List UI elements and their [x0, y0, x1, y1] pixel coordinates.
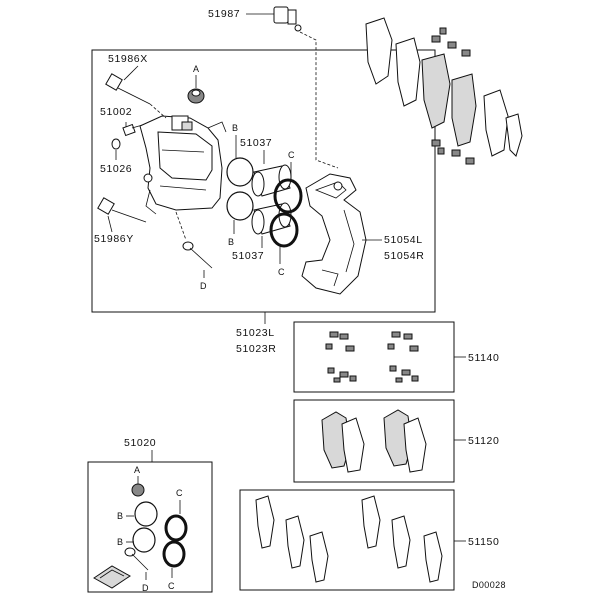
pad-set-box — [239, 489, 455, 591]
label-51020: 51020 — [124, 437, 156, 449]
grease-packet — [93, 565, 131, 589]
callout-d-kit: D — [142, 583, 149, 593]
label-51140: 51140 — [468, 352, 499, 364]
callout-b-kit-2: B — [117, 537, 123, 547]
callout-c-upper: C — [288, 150, 295, 160]
dust-boot-c-kit-1 — [164, 514, 188, 542]
caliper-assembly-box — [91, 49, 436, 313]
label-51987: 51987 — [208, 8, 240, 20]
callout-d-main: D — [200, 281, 207, 291]
label-51986x: 51986X — [108, 53, 148, 65]
pad-shim-kit-parts — [321, 409, 427, 473]
label-51023l: 51023L — [236, 327, 275, 339]
label-51026: 51026 — [100, 163, 132, 175]
label-51054l: 51054L — [384, 234, 423, 246]
dust-boot-c-kit-2 — [162, 540, 186, 568]
clip-kit-box — [293, 321, 455, 393]
guide-pin-d — [182, 241, 213, 269]
label-51150: 51150 — [468, 536, 499, 548]
dust-boot-c-lower — [269, 212, 299, 248]
label-51002: 51002 — [100, 106, 132, 118]
pad-shim-kit-box — [293, 399, 455, 483]
clip-kit-parts — [325, 331, 419, 383]
exploded-pads-top-right — [365, 17, 523, 165]
label-51054r: 51054R — [384, 250, 424, 262]
guide-bolt-upper — [105, 73, 151, 105]
callout-b-kit-1: B — [117, 511, 123, 521]
pad-set-parts — [255, 495, 443, 583]
callout-b-upper: B — [232, 123, 238, 133]
bleeder-cap-part — [111, 138, 121, 150]
label-51986y: 51986Y — [94, 233, 134, 245]
diagram-code: D00028 — [472, 580, 506, 590]
callout-a-kit: A — [134, 465, 140, 475]
bleeder-screw-part — [273, 6, 302, 32]
callout-b-lower: B — [228, 237, 234, 247]
piston-lower — [251, 202, 292, 235]
caliper-body — [139, 115, 227, 215]
callout-c-lower: C — [278, 267, 285, 277]
seal-kit-box — [87, 461, 213, 593]
dust-boot-c-upper — [273, 178, 303, 214]
guide-pin-d-kit — [124, 547, 149, 571]
piston-seal-b-kit-2 — [132, 527, 156, 553]
piston-seal-b-lower — [226, 191, 254, 221]
label-51037-lower: 51037 — [232, 250, 264, 262]
caliper-support-bracket — [301, 173, 367, 295]
callout-a-main: A — [193, 64, 199, 74]
label-51023r: 51023R — [236, 343, 276, 355]
label-51120: 51120 — [468, 435, 499, 447]
guide-bolt-lower — [97, 197, 147, 223]
callout-c-kit-2: C — [168, 581, 175, 591]
dust-boot-a-kit — [131, 483, 145, 497]
piston-seal-b-kit-1 — [134, 501, 158, 527]
piston-seal-b-upper — [226, 157, 254, 187]
label-51037-upper: 51037 — [240, 137, 272, 149]
callout-c-kit-1: C — [176, 488, 183, 498]
